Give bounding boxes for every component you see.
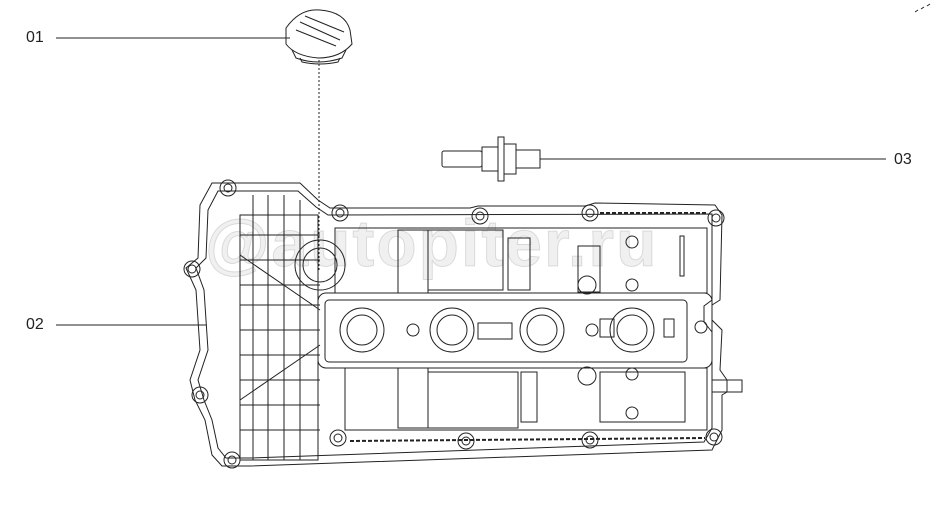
diagram-stroke <box>349 437 706 442</box>
diagram-stroke <box>239 344 321 401</box>
diagram-stroke <box>302 247 338 283</box>
diagram-stroke <box>515 149 541 169</box>
diagram-stroke <box>344 367 708 431</box>
bolt-holes <box>183 179 725 469</box>
diagram-stroke <box>195 190 713 459</box>
diagram-stroke <box>294 239 346 291</box>
diagram-stroke <box>285 9 353 59</box>
diagram-stroke <box>625 367 639 381</box>
diagram-stroke <box>187 264 197 274</box>
diagram-stroke <box>183 260 201 278</box>
diagram-stroke <box>481 146 499 172</box>
diagram-stroke <box>599 318 615 338</box>
diagram-stroke <box>324 299 688 363</box>
diagram-stroke <box>709 432 719 442</box>
spark-plug-holes <box>339 307 655 353</box>
diagram-stroke <box>477 322 513 340</box>
diagram-stroke <box>429 307 475 353</box>
callout-label-02[interactable]: 02 <box>26 316 44 333</box>
diagram-stroke <box>497 136 505 182</box>
diagram-stroke <box>299 57 341 65</box>
diagram-stroke <box>585 323 599 337</box>
diagram-stroke <box>223 183 233 193</box>
diagram-stroke <box>346 314 378 346</box>
diagram-stroke <box>219 179 237 197</box>
diagram-stroke <box>436 314 468 346</box>
diagram-stroke <box>397 367 429 429</box>
diagram-stroke <box>526 314 558 346</box>
diagram-stroke <box>333 433 343 443</box>
diagram-stroke <box>694 320 708 334</box>
diagram-stroke <box>406 323 420 337</box>
leader-lines <box>56 37 886 326</box>
diagram-stroke <box>239 214 319 461</box>
diagram-stroke <box>577 275 597 295</box>
diagram-stroke <box>616 314 648 346</box>
oil-filler-cap[interactable] <box>285 9 353 65</box>
diagram-stroke <box>520 371 538 423</box>
diagram-stroke <box>581 204 599 222</box>
diagram-stroke <box>304 15 345 33</box>
pcv-valve[interactable] <box>441 136 541 182</box>
diagram-stroke <box>475 211 485 221</box>
diagram-stroke <box>609 307 655 353</box>
diagram-stroke <box>585 435 595 445</box>
diagram-stroke <box>427 229 504 291</box>
diagram-stroke <box>705 428 723 446</box>
diagram-stroke <box>585 208 595 218</box>
diagram-stroke <box>577 366 597 386</box>
corner-mark <box>914 3 931 13</box>
diagram-stroke <box>329 429 347 447</box>
diagram-stroke <box>335 208 345 218</box>
diagram-stroke <box>295 29 337 47</box>
diagram-stroke <box>427 371 519 429</box>
diagram-stroke <box>227 455 237 465</box>
diagram-stroke <box>291 49 347 63</box>
left-grid <box>239 195 321 461</box>
diagram-stroke <box>191 386 209 404</box>
callout-label-01[interactable]: 01 <box>26 29 44 46</box>
watermark: @autopiter.ru <box>204 206 659 281</box>
diagram-stroke <box>195 390 205 400</box>
diagram-stroke <box>519 307 565 353</box>
diagram-stroke <box>599 371 686 423</box>
diagram-stroke <box>577 245 601 293</box>
diagram-stroke <box>581 431 599 449</box>
valve-cover[interactable] <box>183 179 743 469</box>
diagram-stroke <box>625 406 639 420</box>
diagram-stroke <box>625 235 639 249</box>
diagram-stroke <box>707 209 725 227</box>
diagram-stroke <box>711 213 721 223</box>
diagram-stroke <box>503 143 517 175</box>
diagram-stroke <box>185 182 728 467</box>
diagram-stroke <box>299 21 341 41</box>
diagram-stroke <box>625 278 639 292</box>
diagram-stroke <box>471 207 489 225</box>
diagram-stroke <box>239 254 321 311</box>
diagram-stroke <box>663 318 675 338</box>
diagram-stroke <box>679 235 685 277</box>
diagram-stroke <box>397 229 429 294</box>
diagram-stroke <box>457 432 475 450</box>
diagram-stroke <box>507 237 531 291</box>
diagram-stroke <box>339 307 385 353</box>
diagram-stroke <box>711 379 743 393</box>
callout-label-03[interactable]: 03 <box>894 151 912 168</box>
diagram-stroke <box>441 150 483 168</box>
diagram-stroke <box>331 204 349 222</box>
